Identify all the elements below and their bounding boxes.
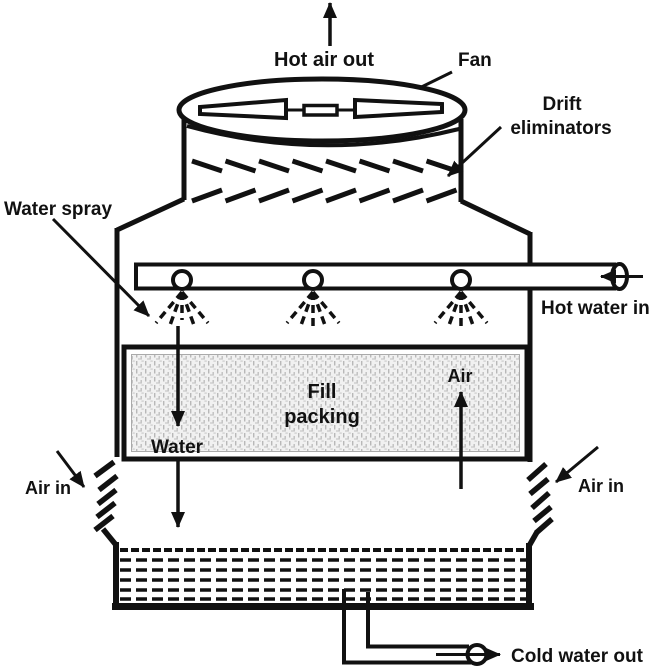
- spray-nozzle: [302, 269, 324, 291]
- drift-eliminators-label-line2: eliminators: [510, 118, 611, 139]
- spray-jet-right: [433, 290, 489, 330]
- drift-eliminators-row-top: [191, 158, 458, 174]
- fan-assembly: [176, 76, 468, 144]
- spray-nozzles: [171, 269, 472, 291]
- basin-water: [120, 548, 526, 601]
- cold-water-out-label: Cold water out: [511, 646, 644, 667]
- hot-water-pipe: [134, 262, 616, 291]
- spray-jet-left: [154, 290, 210, 329]
- fan-hub: [302, 103, 339, 117]
- fill-packing-label-line2: packing: [284, 406, 360, 428]
- spray-nozzle: [171, 269, 193, 291]
- louvers-right: [526, 461, 554, 548]
- air-label: Air: [447, 366, 472, 386]
- water-spray-label: Water spray: [4, 199, 112, 220]
- drift-eliminators-pointer-arrow: [446, 125, 503, 178]
- water-label: Water: [151, 437, 204, 458]
- air-in-right-label: Air in: [578, 476, 624, 496]
- cold-water-outlet-pipe: [342, 589, 471, 665]
- louvers-left: [93, 459, 119, 547]
- air-in-left-arrow: [55, 450, 86, 488]
- fill-packing-label-line1: Fill: [308, 381, 337, 403]
- hot-water-in-label: Hot water in: [541, 298, 650, 319]
- spray-jet-middle: [285, 290, 341, 330]
- drift-eliminators: [191, 158, 458, 204]
- basin: [112, 542, 534, 610]
- air-in-right-arrow: [555, 445, 599, 484]
- drift-eliminators-row-bottom: [191, 187, 458, 204]
- flare-right: [459, 198, 532, 237]
- air-in-left-label: Air in: [25, 478, 71, 498]
- hot-air-out-label: Hot air out: [274, 49, 374, 71]
- fan-blade-left: [198, 97, 288, 121]
- drift-eliminators-label-line1: Drift: [542, 94, 582, 115]
- spray-nozzle: [450, 269, 472, 291]
- fan-blade-right: [353, 97, 444, 120]
- flare-left: [115, 196, 186, 233]
- fan-label: Fan: [458, 50, 492, 71]
- water-spray-pointer-arrow: [51, 217, 151, 318]
- spray-jets: [154, 290, 489, 330]
